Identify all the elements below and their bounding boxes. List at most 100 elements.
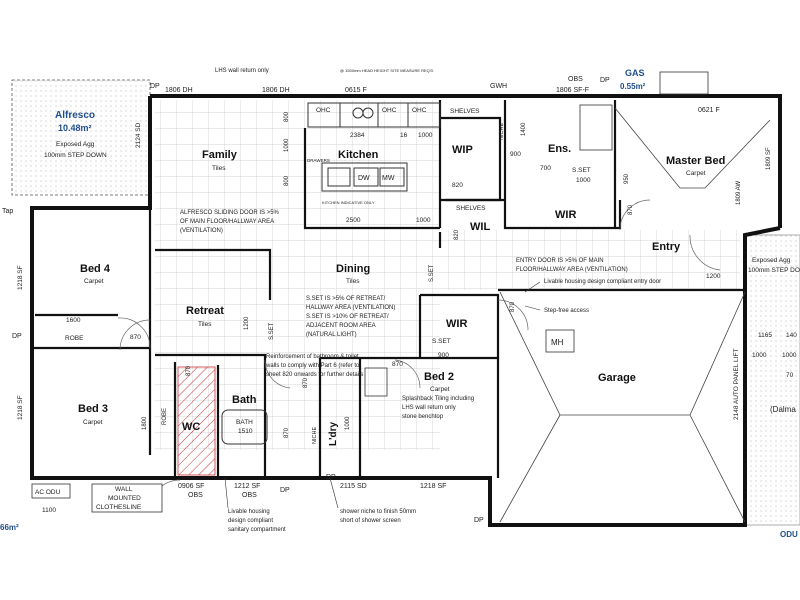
- note-entry-1: ENTRY DOOR IS >5% OF MAIN: [516, 258, 604, 264]
- gwh-label: GWH: [490, 83, 507, 90]
- note-shower-niche-2: short of shower screen: [340, 518, 401, 524]
- dim-k1000b: 1000: [284, 138, 290, 152]
- top-note-head: @ 1500mm HEAD HEIGHT SITE MEASURE REQ'D: [340, 68, 434, 73]
- gas-meter: [659, 71, 709, 95]
- shelves-top: SHELVES: [450, 108, 480, 115]
- bed2-name: Bed 2: [424, 371, 454, 383]
- master-name: Master Bed: [666, 155, 725, 167]
- family-finish: Tiles: [212, 165, 226, 172]
- alfresco-step: 100mm STEP DOWN: [44, 152, 107, 159]
- note-livable-san-1: Livable housing: [228, 509, 270, 515]
- window-2115sd: 2115 SD: [340, 483, 367, 490]
- kitchen-dw: DW: [358, 175, 370, 182]
- window-1212sf: 1212 SF: [234, 483, 260, 490]
- right-outdoor-area: [744, 234, 800, 526]
- kitchen-ohc2: OHC: [382, 107, 397, 114]
- kitchen-name: Kitchen: [338, 149, 379, 161]
- dim-k1000ens: 1000: [576, 177, 591, 184]
- clothesline-l2: MOUNTED: [108, 495, 141, 502]
- window-1809sf: 1809 SF: [766, 147, 772, 170]
- right-finish: Exposed Agg: [752, 257, 791, 264]
- obs-top: OBS: [568, 76, 583, 83]
- obs-bot2: OBS: [242, 492, 257, 499]
- master-finish: Carpet: [686, 170, 706, 177]
- window-1218sf-b: 1218 SF: [17, 395, 24, 420]
- alfresco-area: [11, 79, 151, 196]
- dim-k1100: 1100: [42, 507, 56, 514]
- dim-k870g: 870: [510, 301, 516, 312]
- sset-retreat: S.SET: [269, 322, 275, 340]
- alfresco-name: Alfresco: [55, 110, 95, 121]
- note-retreat-1: S.SET IS >5% OF RETREAT/: [306, 296, 386, 302]
- note-reinforce-2: walls to comply with Part 6 (refer to: [265, 363, 360, 369]
- bed3-finish: Carpet: [83, 419, 103, 426]
- dim-k800b: 800: [284, 175, 290, 186]
- dim-k900ens: 900: [510, 151, 521, 158]
- odu-right: ODU: [780, 530, 798, 539]
- right-d4: 1000: [782, 352, 797, 359]
- dp-bot1: DP: [280, 487, 290, 494]
- leader-lines: [224, 281, 541, 509]
- dim-k1000c: 1000: [416, 217, 431, 224]
- dim-k800a: 800: [284, 111, 290, 122]
- dim-k2384: 2384: [350, 132, 365, 139]
- note-livable-entry: Livable housing design compliant entry d…: [544, 279, 661, 285]
- left-area-label: 66m²: [0, 523, 19, 532]
- gas-area: 0.55m²: [620, 82, 646, 91]
- family-name: Family: [202, 149, 238, 161]
- dim-k1000ld: 1000: [345, 416, 351, 430]
- dim-k820: 820: [452, 182, 463, 189]
- dim-k870b2: 870: [392, 361, 403, 368]
- window-0615f: 0615 F: [345, 87, 367, 94]
- dim-k1200entry: 1200: [706, 273, 721, 280]
- kitchen-mw: MW: [382, 175, 395, 182]
- laundry-niche: NICHE: [312, 427, 318, 444]
- clothesline-l3: CLOTHESLINE: [96, 504, 142, 511]
- dp-bot-right: DP: [474, 517, 484, 524]
- note-alfresco-1: ALFRESCO SLIDING DOOR IS >5%: [180, 210, 280, 216]
- note-alfresco-3: (VENTILATION): [180, 228, 223, 234]
- clothesline-l1: WALL: [115, 486, 133, 493]
- note-reinforce-1: Reinforcement of bathroom & toilet: [266, 354, 359, 360]
- note-retreat-2: HALLWAY AREA (VENTILATION): [306, 305, 395, 311]
- dp-top-left: DP: [150, 83, 160, 90]
- bath-tub-label: BATH: [236, 419, 253, 426]
- sset-bed2: S.SET: [432, 338, 451, 345]
- bath-name: Bath: [232, 394, 257, 406]
- note-entry-2: FLOOR/HALLWAY AREA (VENTILATION): [516, 267, 628, 273]
- dining-finish: Tiles: [346, 278, 360, 285]
- shelves-mid: SHELVES: [456, 205, 486, 212]
- bath-tub-len: 1510: [238, 428, 253, 435]
- ac-odu-box: [31, 483, 71, 499]
- mh-label: MH: [551, 338, 564, 347]
- dim-k870bath: 870: [284, 427, 290, 438]
- dim-k700: 700: [540, 165, 551, 172]
- right-d5: 70: [786, 372, 794, 379]
- obs-bot1: OBS: [188, 492, 203, 499]
- note-reinforce-3: sheet 820 onwards for further details: [266, 372, 363, 378]
- sset-ens: S.SET: [572, 167, 591, 174]
- dim-k1400: 1400: [521, 122, 527, 136]
- window-1806dh-b: 1806 DH: [262, 87, 290, 94]
- note-step-free: Step-free access: [544, 308, 589, 314]
- bed4-robe: ROBE: [65, 335, 84, 342]
- shelves-niche: NICHE: [499, 123, 505, 140]
- alfresco-finish: Exposed Agg: [56, 141, 95, 148]
- wir-bed2-name: WIR: [446, 318, 467, 330]
- sset-dining: S.SET: [429, 264, 435, 282]
- bed4-finish: Carpet: [84, 278, 104, 285]
- bed3-robe: ROBE: [162, 408, 168, 425]
- retreat-name: Retreat: [186, 305, 224, 317]
- note-retreat-4: ADJACENT ROOM AREA: [306, 323, 376, 329]
- right-d1: 1165: [758, 332, 772, 339]
- window-0906sf: 0906 SF: [178, 483, 204, 490]
- laundry-name: L'dry: [328, 422, 339, 446]
- note-splashback-1: Splashback Tiling including: [402, 396, 474, 402]
- laundry-tub: [364, 367, 388, 397]
- note-livable-san-2: design compliant: [228, 518, 273, 524]
- dim-k1200ret: 1200: [244, 316, 250, 330]
- dim-k870ld: 870: [303, 377, 309, 388]
- kitchen-indicative: KITCHEN INDICATIVE ONLY: [322, 200, 375, 205]
- window-0621f: 0621 F: [698, 107, 720, 114]
- bath-tub: [221, 409, 268, 445]
